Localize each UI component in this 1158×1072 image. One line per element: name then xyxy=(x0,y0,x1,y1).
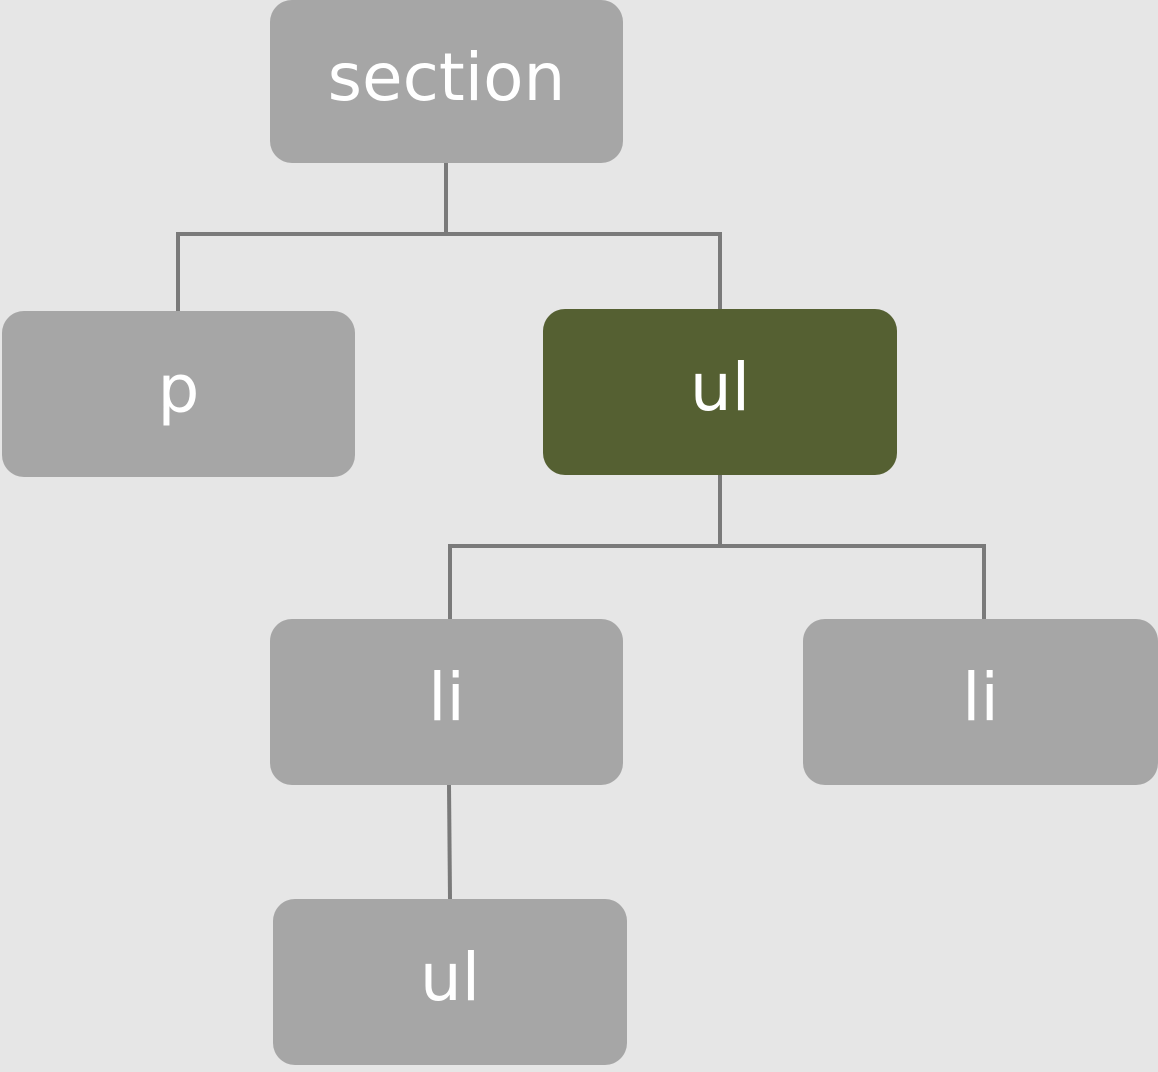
node-li-left: li xyxy=(270,619,623,785)
node-label: ul xyxy=(419,939,481,1016)
node-label: ul xyxy=(689,349,751,426)
node-p: p xyxy=(2,311,355,477)
node-ul-highlighted: ul xyxy=(543,309,897,475)
node-li-right: li xyxy=(803,619,1158,785)
node-ul-nested: ul xyxy=(273,899,627,1065)
node-label: li xyxy=(962,659,999,736)
node-label: li xyxy=(428,659,465,736)
node-label: section xyxy=(327,38,566,116)
node-section: section xyxy=(270,0,623,163)
node-label: p xyxy=(157,351,200,428)
connector-li-to-ul xyxy=(446,782,453,902)
